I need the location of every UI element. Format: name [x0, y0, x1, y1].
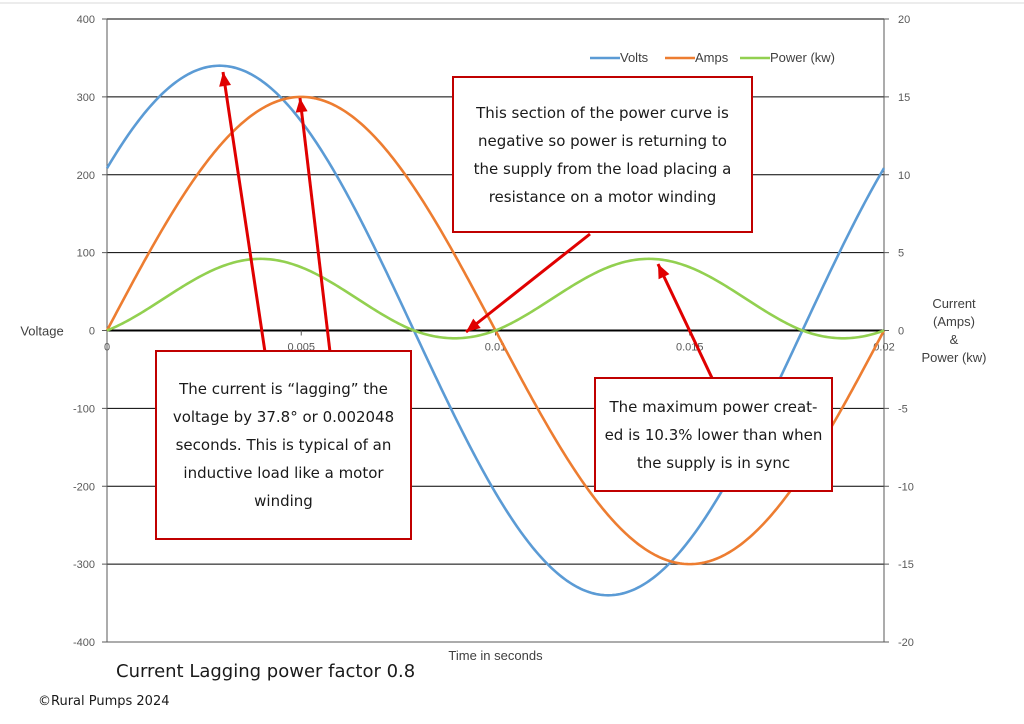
y-right-tick-label: 10: [898, 170, 910, 182]
y-left-tick-label: 100: [77, 248, 95, 260]
arrow-to-amps-peak-head: [295, 98, 308, 113]
y-left-tick-label: 400: [77, 14, 95, 26]
arrow-to-negative-power-head: [466, 318, 481, 332]
x-tick-label: 0.02: [873, 342, 894, 354]
y-left-tick-label: 200: [77, 170, 95, 182]
legend-label: Power (kw): [770, 50, 835, 65]
y-left-tick-label: -200: [73, 481, 95, 493]
copyright: ©Rural Pumps 2024: [38, 694, 170, 709]
x-tick-label: 0: [104, 342, 110, 354]
y-right-tick-label: -15: [898, 559, 914, 571]
x-tick-label: 0.01: [485, 342, 506, 354]
legend: Volts Amps Power (kw): [590, 50, 835, 65]
y-left-tick-label: -400: [73, 637, 95, 649]
y-right-axis-title-line: (Amps): [933, 314, 975, 329]
y-left-axis-title: Voltage: [20, 324, 63, 339]
y-right-axis-title-line: Current: [932, 296, 976, 311]
y-left-tick-label: 300: [77, 92, 95, 104]
arrow-to-negative-power: [465, 232, 591, 334]
arrow-to-amps-peak: [298, 97, 332, 353]
annotation-max-power-text: The maximum power creat- ed is 10.3% low…: [604, 397, 823, 472]
chart-caption: Current Lagging power factor 0.8: [116, 661, 416, 682]
y-left-tick-label: -100: [73, 403, 95, 415]
annotation-arrows: [219, 71, 714, 379]
arrow-to-volts-peak: [221, 71, 267, 353]
y-right-tick-label: 20: [898, 14, 910, 26]
y-right-tick-label: -5: [898, 403, 908, 415]
y-right-tick-label: -10: [898, 481, 914, 493]
y-right-tick-label: 0: [898, 326, 904, 338]
y-right-tick-label: 5: [898, 248, 904, 260]
y-right-tick-label: 15: [898, 92, 910, 104]
legend-label: Amps: [695, 50, 729, 65]
legend-label: Volts: [620, 50, 649, 65]
y-left-tick-label: -300: [73, 559, 95, 571]
annotation-lagging-text: The current is “lagging” the voltage by …: [172, 380, 395, 510]
annotation-negative-power-text: This section of the power curve is negat…: [473, 103, 732, 206]
y-left-tick-label: 0: [89, 326, 95, 338]
annotation-lagging: The current is “lagging” the voltage by …: [155, 350, 412, 540]
annotation-max-power: The maximum power creat- ed is 10.3% low…: [594, 377, 833, 492]
y-right-axis-title-line: Power (kw): [921, 350, 986, 365]
arrow-to-power-peak-head: [658, 264, 670, 280]
arrow-to-volts-peak-head: [219, 72, 232, 87]
x-axis-title: Time in seconds: [448, 648, 543, 663]
axis-titles: Voltage Current (Amps) & Power (kw) Time in s…: [20, 296, 986, 663]
arrow-to-power-peak: [656, 263, 714, 379]
annotation-negative-power: This section of the power curve is negat…: [452, 76, 753, 233]
y-right-axis-title-line: &: [950, 332, 959, 347]
y-right-tick-label: -20: [898, 637, 914, 649]
series-line-power: [106, 257, 885, 340]
